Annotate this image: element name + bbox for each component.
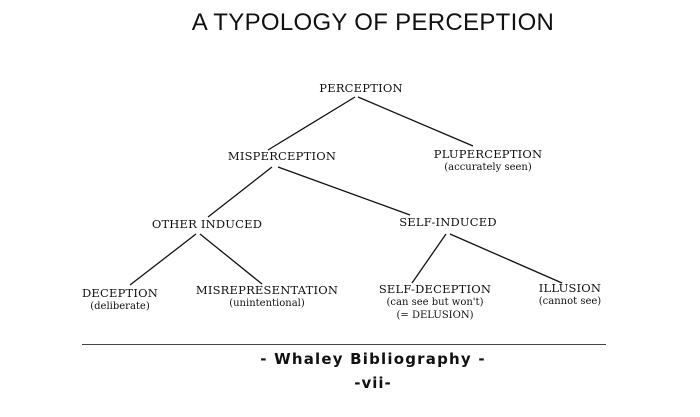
node-label: MISPERCEPTION <box>227 149 337 163</box>
node-note: (cannot see) <box>538 296 602 307</box>
node-misperception: MISPERCEPTION <box>222 150 342 163</box>
node-note: (accurately seen) <box>444 162 532 173</box>
node-label: SELF-DECEPTION <box>378 282 492 296</box>
node-note: (deliberate) <box>90 301 150 312</box>
node-perception: PERCEPTION <box>306 82 416 95</box>
footer-divider <box>82 344 606 345</box>
node-label: ILLUSION <box>538 281 602 295</box>
edge-other-induced-deception <box>129 233 197 286</box>
node-pluperception: PLUPERCEPTION (accurately seen) <box>428 148 548 174</box>
node-note-secondary: (= DELUSION) <box>396 310 474 321</box>
node-label: SELF-INDUCED <box>399 215 497 229</box>
page-number: -vii- <box>354 374 392 392</box>
edge-misperception-self-induced <box>277 166 411 216</box>
edge-perception-misperception <box>267 96 356 151</box>
edge-misperception-other-induced <box>207 166 273 218</box>
node-deception: DECEPTION (deliberate) <box>70 287 170 313</box>
edge-other-induced-misrepresentation <box>199 233 263 285</box>
edge-perception-pluperception <box>357 96 474 147</box>
node-self-induced: SELF-INDUCED <box>388 216 508 229</box>
node-misrepresentation: MISREPRESENTATION (unintentional) <box>190 284 344 310</box>
node-label: OTHER INDUCED <box>151 217 263 231</box>
node-note: (unintentional) <box>229 298 305 309</box>
edge-self-induced-self-deception <box>411 233 447 284</box>
node-label: PERCEPTION <box>319 81 403 95</box>
node-other-induced: OTHER INDUCED <box>142 218 272 231</box>
diagram-title: A TYPOLOGY OF PERCEPTION <box>191 9 555 36</box>
edge-self-induced-illusion <box>449 233 563 284</box>
node-label: MISREPRESENTATION <box>195 283 339 297</box>
node-label: PLUPERCEPTION <box>433 147 543 161</box>
node-self-deception: SELF-DECEPTION (can see but won't) (= DE… <box>372 283 498 322</box>
node-note: (can see but won't) <box>386 297 484 308</box>
footer-source: - Whaley Bibliography - <box>260 350 486 368</box>
node-label: DECEPTION <box>81 286 159 300</box>
node-illusion: ILLUSION (cannot see) <box>525 282 615 308</box>
